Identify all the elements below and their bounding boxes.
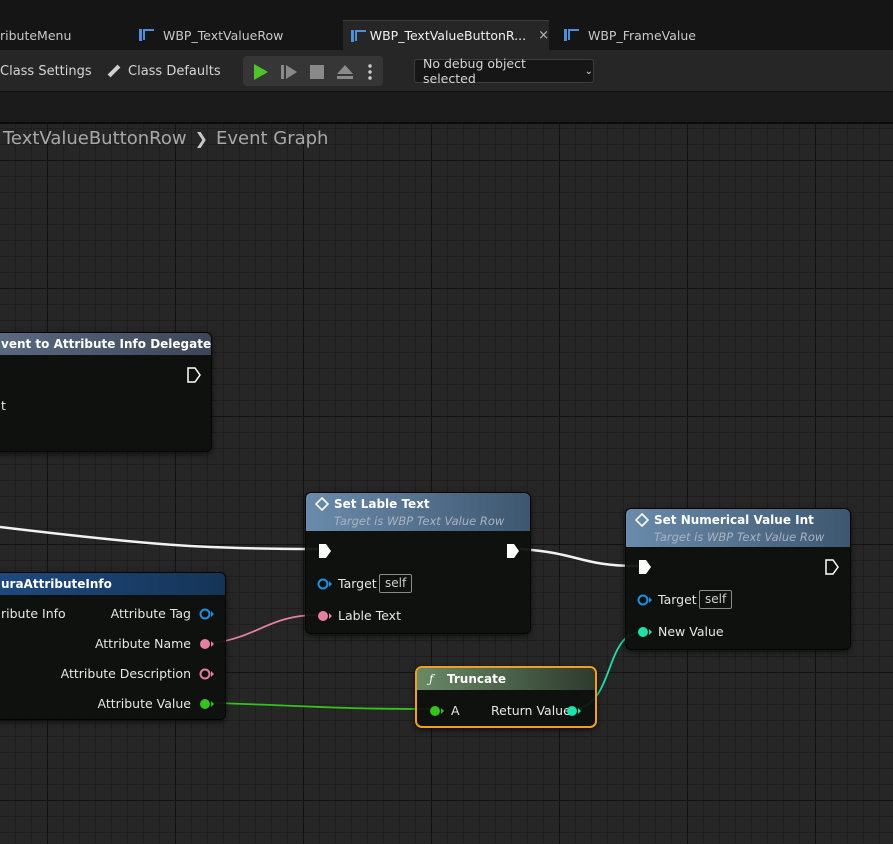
new-value-label: New Value bbox=[658, 624, 724, 639]
node-subtitle: Target is WBP Text Value Row bbox=[654, 530, 825, 544]
class-settings-label: Class Settings bbox=[0, 63, 92, 79]
node-title: Truncate bbox=[447, 672, 506, 686]
attribute-value-label: Attribute Value bbox=[97, 696, 192, 711]
advance-frame-icon[interactable] bbox=[280, 63, 298, 81]
text-pin-icon[interactable] bbox=[199, 637, 215, 651]
target-label: Target bbox=[338, 576, 377, 591]
text-pin-icon[interactable] bbox=[317, 609, 333, 623]
tab-label: WBP_TextValueButtonR... bbox=[369, 28, 527, 43]
tab-label: WBP_FrameValue bbox=[588, 27, 696, 43]
tab-frame-value[interactable]: WBP_FrameValue bbox=[564, 20, 696, 50]
close-icon[interactable]: × bbox=[538, 28, 549, 43]
float-pin-icon[interactable] bbox=[199, 697, 215, 711]
text-pin-icon[interactable] bbox=[199, 667, 215, 681]
attribute-description-label: Attribute Description bbox=[60, 666, 191, 681]
class-settings-button[interactable]: Class Settings bbox=[0, 50, 92, 92]
debug-select-value: No debug object selected bbox=[423, 56, 526, 86]
exec-pin-icon[interactable] bbox=[638, 559, 652, 575]
target-label: Target bbox=[658, 592, 697, 607]
set-numerical-value-int-node[interactable]: Set Numerical Value Int Target is WBP Te… bbox=[625, 508, 851, 650]
break-struct-node[interactable]: uraAttributeInfo ribute Info Attribute T… bbox=[0, 572, 226, 720]
class-defaults-button[interactable]: Class Defaults bbox=[104, 50, 221, 92]
return-value-label: Return Value bbox=[491, 703, 571, 718]
toolbar-separator bbox=[0, 92, 893, 124]
tab-text-value-button-row[interactable]: WBP_TextValueButtonR... × bbox=[343, 20, 549, 50]
int-pin-icon[interactable] bbox=[637, 625, 653, 639]
node-title: Set Lable Text bbox=[334, 497, 430, 511]
int-pin-icon[interactable] bbox=[566, 704, 582, 718]
lable-text-label: Lable Text bbox=[338, 608, 401, 623]
attribute-name-label: Attribute Name bbox=[94, 636, 191, 651]
chevron-down-icon: ⌄ bbox=[584, 65, 593, 77]
object-pin-icon[interactable] bbox=[317, 577, 333, 591]
blueprint-tab-icon bbox=[139, 28, 154, 42]
blueprint-tab-icon bbox=[351, 29, 366, 43]
tab-attribute-menu[interactable]: ributeMenu bbox=[0, 20, 71, 50]
text-wire bbox=[213, 614, 319, 644]
tab-bar: ributeMenu WBP_TextValueRow WBP_TextValu… bbox=[0, 0, 893, 50]
input-pin-label: ribute Info bbox=[1, 606, 66, 621]
exec-pin-icon[interactable] bbox=[187, 367, 201, 383]
node-subtitle: Target is WBP Text Value Row bbox=[334, 514, 505, 528]
node-title: Set Numerical Value Int bbox=[654, 513, 814, 527]
blueprint-tab-icon bbox=[564, 28, 579, 42]
breadcrumb: TextValueButtonRow ❯ Event Graph bbox=[3, 128, 328, 149]
exec-pin-icon[interactable] bbox=[825, 559, 839, 575]
tab-label: ributeMenu bbox=[0, 27, 72, 43]
bind-event-node[interactable]: vent to Attribute Info Delegate t bbox=[0, 332, 212, 452]
float-pin-icon[interactable] bbox=[429, 704, 445, 718]
more-icon[interactable] bbox=[366, 63, 374, 81]
eject-icon[interactable] bbox=[336, 63, 354, 81]
exec-wire bbox=[0, 525, 319, 551]
float-wire bbox=[211, 702, 433, 710]
truncate-node[interactable]: ƒ Truncate A Return Value bbox=[415, 666, 597, 728]
tab-label: WBP_TextValueRow bbox=[163, 27, 284, 43]
play-controls bbox=[243, 56, 383, 86]
exec-pin-icon[interactable] bbox=[318, 543, 332, 559]
function-icon: ƒ bbox=[429, 672, 434, 686]
input-a-label: A bbox=[451, 703, 460, 718]
attribute-tag-label: Attribute Tag bbox=[110, 606, 191, 621]
debug-object-select[interactable]: No debug object selected ⌄ bbox=[414, 56, 594, 86]
pin-label: t bbox=[1, 398, 6, 413]
exec-wire bbox=[519, 547, 639, 568]
function-icon bbox=[315, 497, 329, 511]
set-lable-text-node[interactable]: Set Lable Text Target is WBP Text Value … bbox=[305, 492, 531, 634]
node-title: uraAttributeInfo bbox=[1, 577, 112, 591]
breadcrumb-chevron-icon: ❯ bbox=[194, 129, 208, 148]
play-icon[interactable] bbox=[252, 63, 270, 81]
stop-icon[interactable] bbox=[308, 63, 326, 81]
function-icon bbox=[635, 513, 649, 527]
node-title: vent to Attribute Info Delegate bbox=[1, 337, 212, 351]
breadcrumb-asset[interactable]: TextValueButtonRow bbox=[3, 128, 187, 149]
exec-pin-icon[interactable] bbox=[506, 543, 520, 559]
object-pin-icon[interactable] bbox=[637, 593, 653, 607]
target-self-field[interactable]: self bbox=[699, 590, 733, 609]
target-self-field[interactable]: self bbox=[379, 574, 413, 593]
tab-text-value-row[interactable]: WBP_TextValueRow bbox=[139, 20, 283, 50]
object-pin-icon[interactable] bbox=[199, 607, 215, 621]
breadcrumb-graph[interactable]: Event Graph bbox=[215, 128, 329, 149]
class-defaults-label: Class Defaults bbox=[128, 63, 221, 79]
